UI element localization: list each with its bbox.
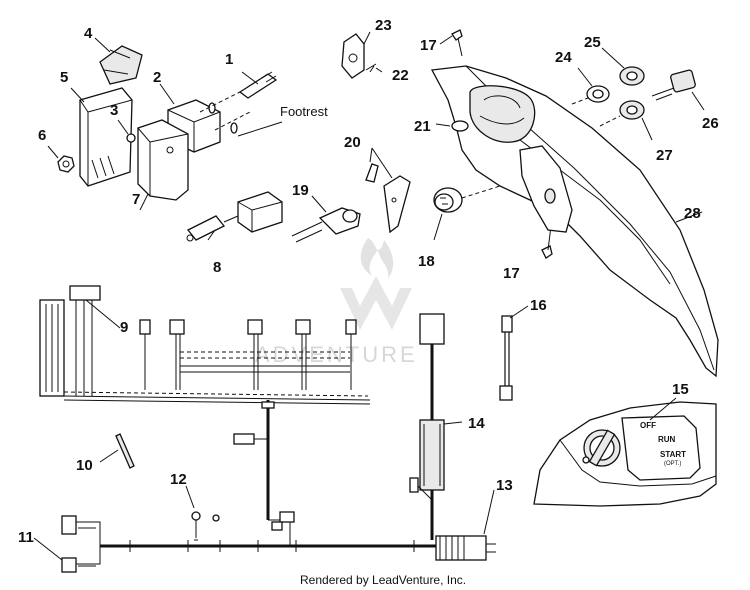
switch-start-label: START	[660, 450, 686, 459]
callout-9: 9	[120, 319, 128, 336]
part-19-sensor	[291, 195, 361, 243]
callout-27: 27	[656, 147, 673, 164]
part-8-relay	[186, 191, 283, 242]
part-7-mount	[137, 119, 189, 211]
part-16-jumper	[499, 305, 529, 401]
watermark: ADVENTURE	[255, 238, 418, 367]
callout-14: 14	[468, 415, 485, 432]
part-5-module	[70, 87, 133, 187]
part-17-screw-top	[439, 29, 463, 57]
callout-6: 6	[38, 127, 46, 144]
footrest-label: Footrest	[280, 104, 328, 119]
part-27-grommet	[599, 100, 653, 141]
callout-23: 23	[375, 17, 392, 34]
callout-4: 4	[84, 25, 93, 42]
part-14-harness	[409, 313, 463, 540]
callout-7: 7	[132, 191, 140, 208]
part-6-nut	[47, 145, 75, 173]
part-21-grommet	[435, 120, 469, 132]
part-9-harness	[39, 285, 371, 520]
part-4-cover	[94, 37, 143, 85]
switch-run-label: RUN	[658, 435, 676, 444]
callout-19: 19	[292, 182, 309, 199]
callout-3: 3	[110, 102, 118, 119]
callout-13: 13	[496, 477, 513, 494]
part-25-grommet	[601, 47, 645, 86]
part-28-console	[430, 65, 719, 378]
callout-16: 16	[530, 297, 547, 314]
callout-17-bottom: 17	[503, 265, 520, 282]
part-10-strap	[99, 433, 135, 469]
callout-1: 1	[225, 51, 233, 68]
callout-26: 26	[702, 115, 719, 132]
part-13-connector	[435, 489, 496, 561]
switch-start-sub-label: (OPT.)	[664, 461, 681, 467]
callout-28: 28	[684, 205, 701, 222]
part-20-clip	[365, 147, 411, 234]
callout-24: 24	[555, 49, 572, 66]
callout-20: 20	[344, 134, 361, 151]
part-1-bolt	[199, 71, 283, 137]
part-22-screw	[365, 63, 383, 73]
switch-off-label: OFF	[640, 421, 656, 430]
watermark-text: ADVENTURE	[255, 342, 418, 367]
callout-25: 25	[584, 34, 601, 51]
footer-credit: Rendered by LeadVenture, Inc.	[300, 573, 466, 587]
callout-21: 21	[414, 118, 431, 135]
part-18-socket	[433, 185, 501, 241]
part-3-bolt	[117, 119, 136, 143]
callout-5: 5	[60, 69, 68, 86]
callout-10: 10	[76, 457, 93, 474]
part-26-key	[651, 69, 705, 111]
callout-17-top: 17	[420, 37, 437, 54]
part-11-connector	[33, 515, 101, 573]
callout-2: 2	[153, 69, 161, 86]
callout-11: 11	[18, 529, 34, 546]
callout-22: 22	[392, 67, 409, 84]
callout-8: 8	[213, 259, 221, 276]
callout-12: 12	[170, 471, 187, 488]
callout-18: 18	[418, 253, 435, 270]
part-23-bracket	[341, 31, 371, 79]
part-24-washer	[571, 67, 610, 105]
lower-harness	[100, 511, 436, 552]
callout-15: 15	[672, 381, 689, 398]
part-12-terminal	[185, 485, 220, 541]
part-15-switch-panel: OFF RUN START (OPT.)	[533, 397, 717, 507]
